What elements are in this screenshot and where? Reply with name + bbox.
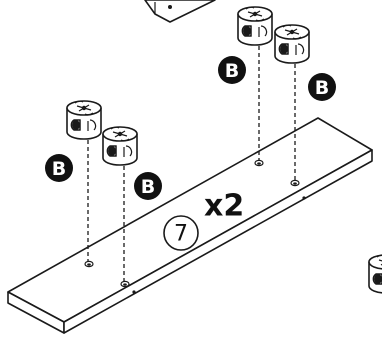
cam-lock-2 [102, 126, 138, 166]
cam-lock-1 [66, 100, 102, 140]
partial-panel-top [144, 0, 216, 23]
part-badge-2: B [134, 172, 162, 200]
board-holes [84, 159, 300, 288]
quantity-label: x2 [204, 189, 244, 224]
part-badge-1: B [45, 154, 73, 182]
cam-lock-4 [274, 24, 310, 64]
guide-lines [87, 46, 296, 282]
hole-1 [84, 260, 94, 268]
part-badge-label: B [225, 60, 239, 82]
hole-2 [120, 280, 130, 288]
step-number: 7 [174, 222, 188, 247]
hole-4 [290, 179, 300, 187]
cam-lock-3 [237, 6, 273, 46]
part-badge-label: B [141, 176, 155, 198]
part-badge-4: B [308, 73, 336, 101]
part-badge-3: B [218, 56, 246, 84]
part-badge-label: B [52, 158, 66, 180]
step-indicator: 7 [163, 215, 199, 251]
cam-lock-partial [368, 254, 382, 294]
part-badge-label: B [315, 77, 329, 99]
hole-3 [254, 159, 264, 167]
